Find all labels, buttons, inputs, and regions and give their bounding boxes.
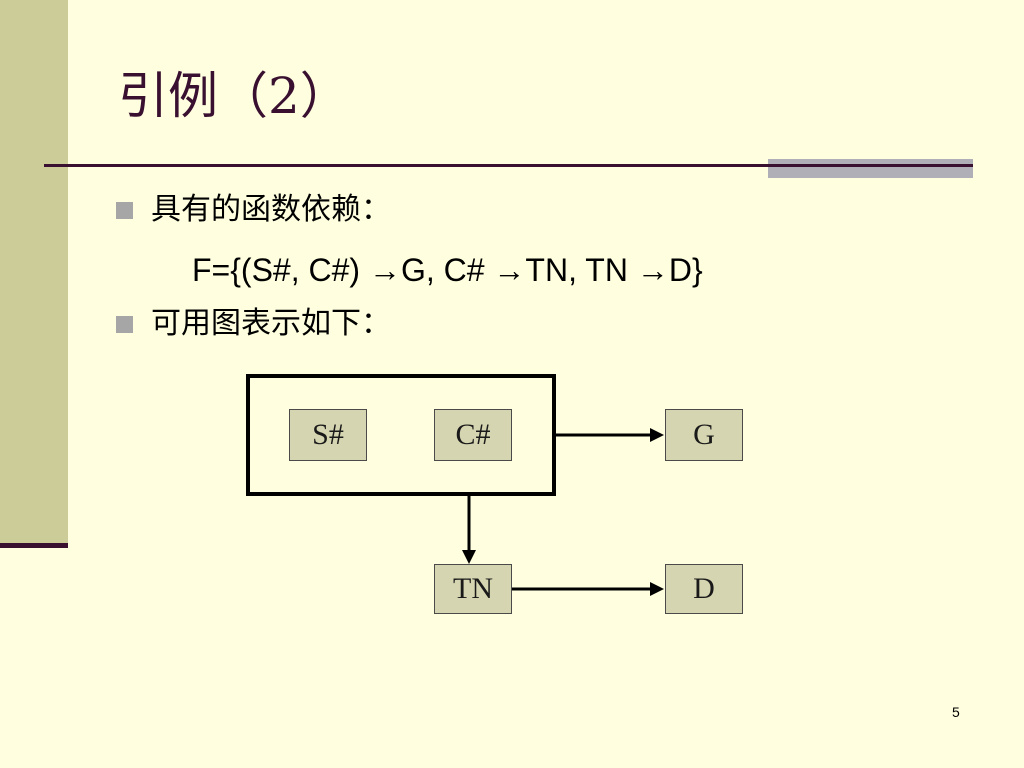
bullet-item-diagram: 可用图表示如下： bbox=[116, 302, 391, 346]
bullet-text: 具有的函数依赖： bbox=[151, 192, 391, 227]
title-accent-line bbox=[768, 164, 973, 167]
arrowhead-tn bbox=[462, 550, 476, 564]
title-accent-bar bbox=[768, 159, 973, 178]
arrowhead-g bbox=[650, 428, 664, 442]
left-decor-band bbox=[0, 0, 68, 545]
slide-title: 引例（2） bbox=[118, 67, 350, 125]
node-d: D bbox=[665, 564, 743, 614]
arrowhead-d bbox=[650, 582, 664, 596]
node-c: C# bbox=[434, 409, 512, 461]
node-s: S# bbox=[289, 409, 367, 461]
dependency-formula: F={(S#, C#) →G, C# →TN, TN →D} bbox=[192, 252, 703, 288]
node-g: G bbox=[665, 409, 743, 461]
node-tn: TN bbox=[434, 564, 512, 614]
page-number: 5 bbox=[952, 704, 960, 720]
bullet-text: 可用图表示如下： bbox=[151, 306, 391, 341]
title-divider bbox=[44, 164, 972, 167]
square-bullet-icon bbox=[116, 315, 133, 333]
bullet-item-dependencies: 具有的函数依赖： bbox=[116, 188, 391, 232]
composite-key-box bbox=[246, 374, 556, 496]
square-bullet-icon bbox=[116, 201, 133, 219]
left-decor-band-foot bbox=[0, 543, 68, 548]
